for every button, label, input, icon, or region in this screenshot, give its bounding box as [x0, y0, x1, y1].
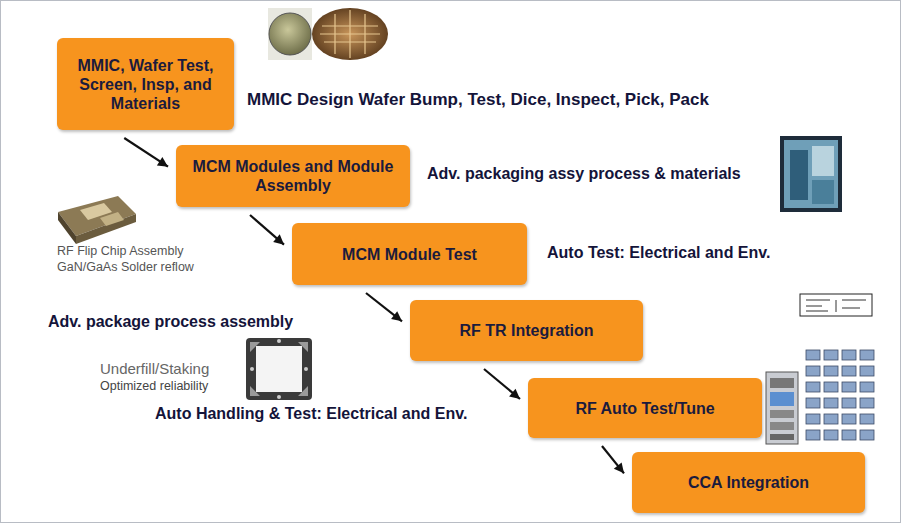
- test-station-grid: [806, 350, 874, 440]
- box-text: MCM Modules and Module Assembly: [186, 157, 400, 195]
- flip-chip-photo: [58, 196, 136, 244]
- arrow-head: [391, 311, 402, 321]
- annotation-label: Auto Handling & Test: Electrical and Env…: [155, 405, 467, 423]
- box-text: CCA Integration: [688, 473, 809, 492]
- wafer-photo: [268, 8, 312, 60]
- flow-arrow: [484, 369, 520, 399]
- flow-arrow: [366, 293, 402, 321]
- test-rack-picture: [766, 372, 798, 444]
- process-box: RF TR Integration: [410, 300, 643, 361]
- process-box: RF Auto Test/Tune: [528, 378, 762, 438]
- arrow-line: [602, 446, 624, 473]
- annotation-label: MMIC Design Wafer Bump, Test, Dice, Insp…: [247, 90, 709, 110]
- annotation-label: Adv. packaging assy process & materials: [427, 165, 741, 183]
- assembly-equipment-photo: [780, 136, 842, 212]
- arrow-line: [366, 293, 402, 321]
- annotation-label: Adv. package process assembly: [48, 313, 293, 331]
- annotation-label: GaN/GaAs Solder reflow: [57, 260, 194, 274]
- process-box: MCM Modules and Module Assembly: [176, 145, 410, 207]
- annotation-label: Auto Test: Electrical and Env.: [547, 244, 770, 262]
- arrow-line: [484, 369, 520, 399]
- process-box: MMIC, Wafer Test, Screen, Insp, and Mate…: [57, 38, 234, 130]
- box-text: RF Auto Test/Tune: [575, 399, 714, 418]
- flow-arrow: [124, 138, 168, 167]
- annotation-label: Underfill/Staking: [100, 360, 209, 377]
- annotation-label: RF Flip Chip Assembly: [57, 244, 183, 258]
- annotation-label: Optimized reliability: [100, 379, 208, 393]
- arrow-line: [124, 138, 168, 167]
- arrow-head: [509, 389, 520, 399]
- circuit-photo: [312, 8, 388, 60]
- pcb-board-picture: [800, 294, 872, 316]
- arrow-head: [273, 234, 284, 244]
- process-box: CCA Integration: [632, 452, 865, 513]
- arrow-head: [157, 157, 168, 167]
- box-text: MMIC, Wafer Test, Screen, Insp, and Mate…: [67, 56, 224, 113]
- flow-arrow: [602, 446, 624, 473]
- box-text: RF TR Integration: [459, 321, 593, 340]
- arrow-head: [614, 462, 624, 473]
- underfill-package-photo: [246, 338, 312, 400]
- box-text: MCM Module Test: [342, 245, 477, 264]
- flow-arrow: [250, 215, 284, 245]
- process-box: MCM Module Test: [292, 223, 527, 285]
- arrow-line: [250, 215, 284, 245]
